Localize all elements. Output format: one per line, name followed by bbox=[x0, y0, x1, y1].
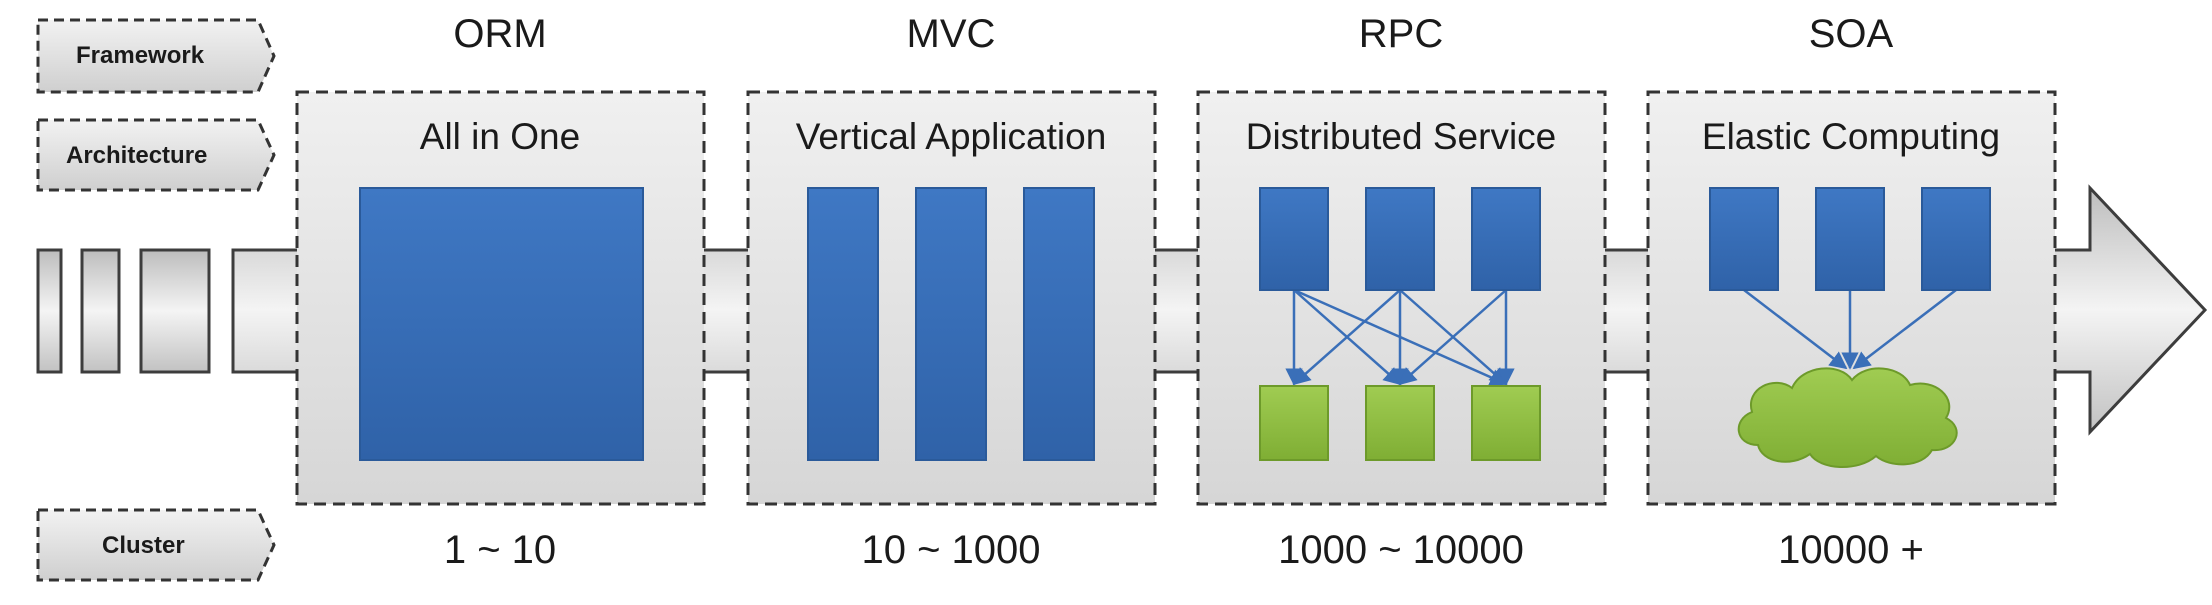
vertical-app-block-3 bbox=[1023, 187, 1095, 461]
architecture-title-mvc: Vertical Application bbox=[795, 116, 1107, 157]
architecture-title-orm: All in One bbox=[419, 116, 581, 157]
cluster-scale-mvc: 10 ~ 1000 bbox=[861, 528, 1041, 572]
cluster-scale-orm: 1 ~ 10 bbox=[443, 528, 557, 572]
arrow-tail-segment-3 bbox=[139, 248, 211, 374]
framework-label-rpc: RPC bbox=[1358, 12, 1444, 56]
framework-row-tag: Framework bbox=[76, 42, 205, 69]
soa-service-block-2 bbox=[1815, 187, 1885, 291]
vertical-app-block-1 bbox=[807, 187, 879, 461]
soa-service-block-3 bbox=[1921, 187, 1991, 291]
soa-service-block-1 bbox=[1709, 187, 1779, 291]
cluster-scale-soa: 10000 + bbox=[1778, 528, 1924, 572]
rpc-node-block-1 bbox=[1259, 385, 1329, 461]
rpc-node-block-3 bbox=[1471, 385, 1541, 461]
soa-connections bbox=[1743, 289, 1957, 370]
framework-label-soa: SOA bbox=[1808, 12, 1894, 56]
vertical-app-block-2 bbox=[915, 187, 987, 461]
architecture-title-rpc: Distributed Service bbox=[1245, 116, 1557, 157]
rpc-service-block-2 bbox=[1365, 187, 1435, 291]
rpc-connections bbox=[1285, 288, 1515, 386]
rpc-node-block-2 bbox=[1365, 385, 1435, 461]
framework-label-orm: ORM bbox=[453, 12, 547, 56]
architecture-title-soa: Elastic Computing bbox=[1701, 116, 2001, 157]
framework-label-mvc: MVC bbox=[906, 12, 996, 56]
architecture-row-tag: Architecture bbox=[66, 142, 208, 169]
architecture-tag-shape bbox=[36, 118, 276, 192]
cloud-icon bbox=[1737, 367, 1958, 468]
cluster-row-tag: Cluster bbox=[102, 532, 185, 559]
rpc-service-block-1 bbox=[1259, 187, 1329, 291]
arrow-tail-segment-1 bbox=[36, 248, 63, 374]
monolith-block bbox=[359, 187, 644, 461]
framework-tag-shape bbox=[36, 18, 276, 94]
arrow-tail-segment-2 bbox=[80, 248, 121, 374]
cluster-tag-shape bbox=[36, 508, 276, 582]
rpc-service-block-3 bbox=[1471, 187, 1541, 291]
cluster-scale-rpc: 1000 ~ 10000 bbox=[1278, 528, 1524, 572]
